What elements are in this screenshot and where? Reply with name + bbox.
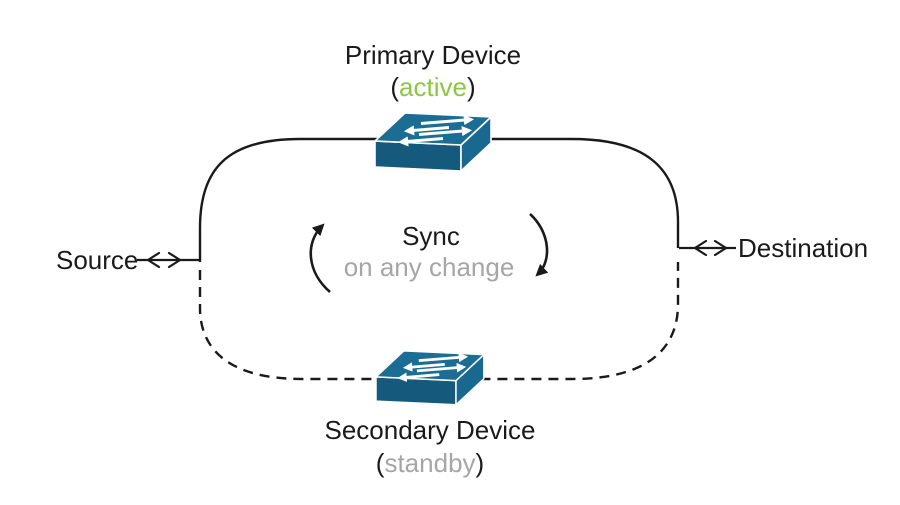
primary-state-paren-open: ( <box>390 72 400 102</box>
destination-link-arrow <box>679 239 736 257</box>
sync-label: Sync <box>402 221 460 251</box>
sync-sublabel: on any change <box>343 252 515 282</box>
secondary-state-badge: (standby) <box>376 448 484 478</box>
primary-state-badge: (active) <box>390 72 475 102</box>
secondary-switch-icon <box>376 351 484 405</box>
secondary-state-paren-close: ) <box>475 448 485 478</box>
secondary-state-text: standby <box>384 448 476 478</box>
sync-rotation-arrow-left-icon <box>309 223 331 293</box>
secondary-state-paren-open: ( <box>375 448 385 478</box>
primary-switch-icon <box>375 113 491 171</box>
secondary-device-label: Secondary Device <box>324 415 536 445</box>
primary-state-paren-close: ) <box>466 72 476 102</box>
primary-state-text: active <box>399 72 467 102</box>
destination-label: Destination <box>738 233 869 263</box>
primary-device-label: Primary Device <box>344 40 522 70</box>
source-label: Source <box>56 245 139 275</box>
source-link-arrow <box>137 251 200 269</box>
sync-rotation-arrow-right-icon <box>529 213 549 277</box>
